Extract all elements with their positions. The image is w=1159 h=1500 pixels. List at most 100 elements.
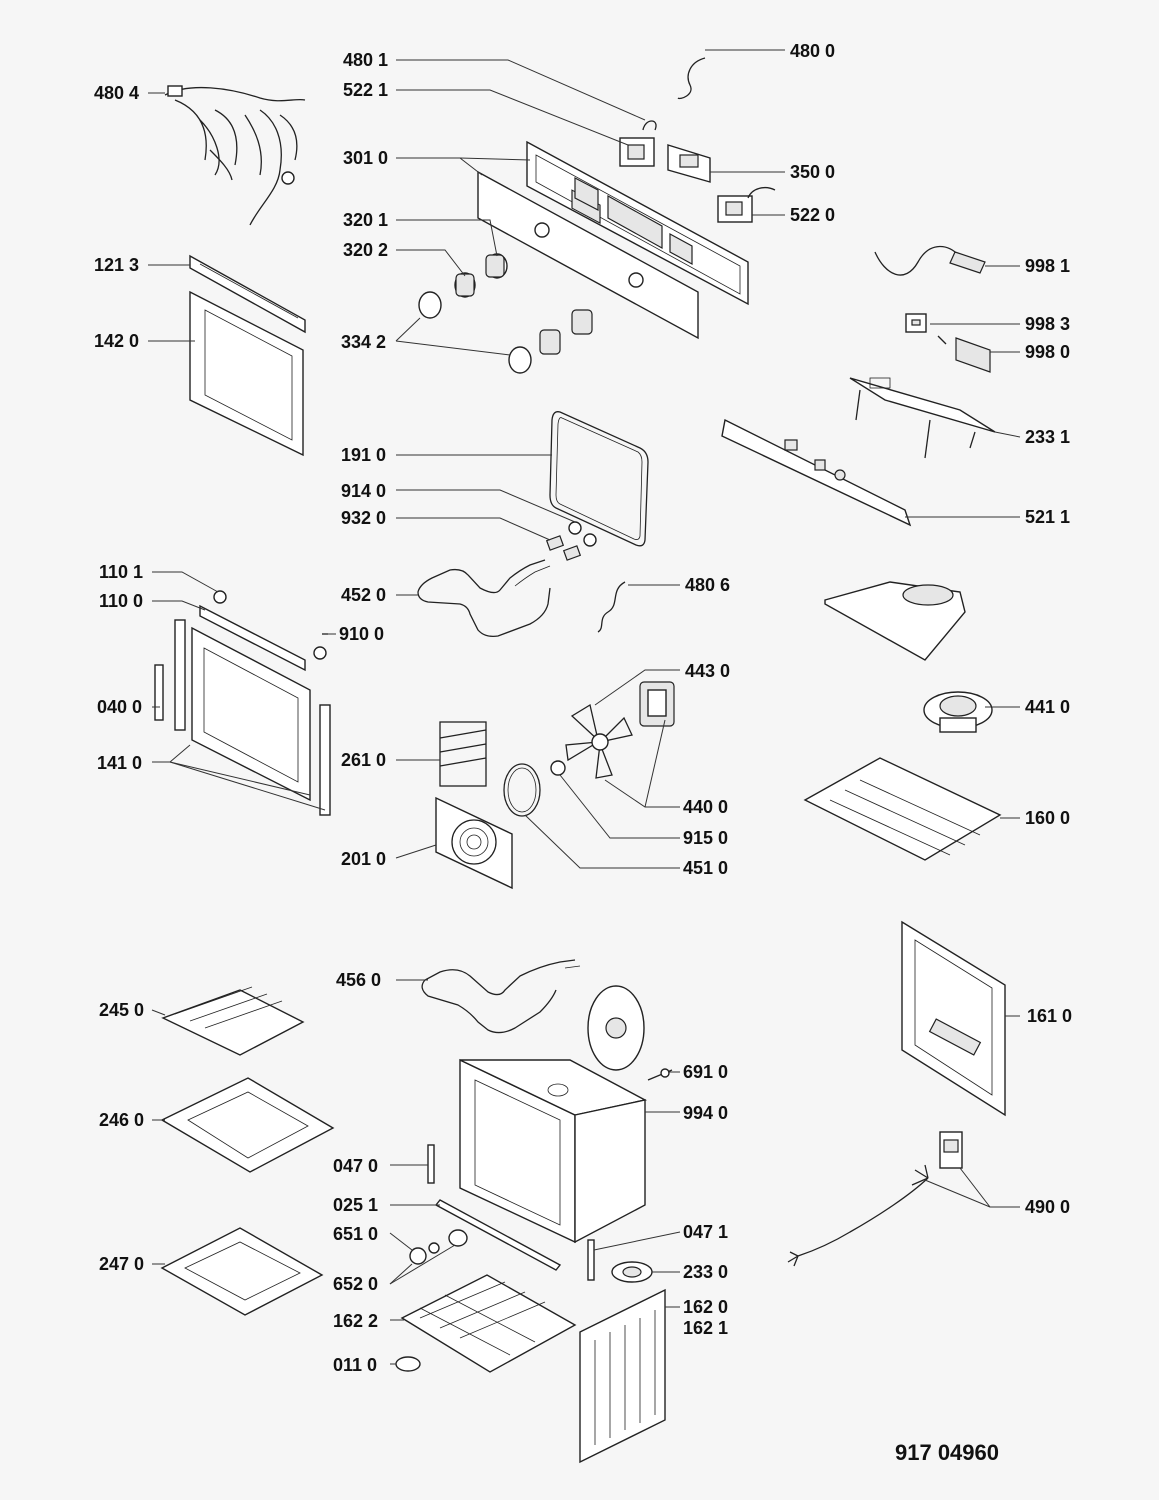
- part-nut-9150: [550, 760, 566, 776]
- part-side-panel-1610: [901, 920, 1006, 1117]
- part-cable-9981: [874, 245, 986, 276]
- label-161-0: 161 0: [1027, 1006, 1072, 1026]
- label-121-3: 121 3: [94, 255, 139, 275]
- part-knob-3342: [418, 291, 593, 374]
- part-inner-door-1410: [191, 626, 331, 816]
- label-480-6: 480 6: [685, 575, 730, 595]
- part-baking-tray-2460: [160, 1077, 335, 1173]
- label-233-1: 233 1: [1025, 427, 1070, 447]
- part-switch-5221: [619, 137, 655, 167]
- label-110-0: 110 0: [99, 591, 143, 611]
- label-998-0: 998 0: [1025, 342, 1070, 362]
- part-module-9980: [955, 337, 991, 373]
- label-522-0: 522 0: [790, 205, 835, 225]
- part-grill-rack-1600: [803, 757, 1002, 861]
- label-246-0: 246 0: [99, 1110, 144, 1130]
- label-522-1: 522 1: [343, 80, 388, 100]
- part-side-rack-2610: [439, 721, 487, 787]
- part-door-hinge-0400: [154, 619, 186, 731]
- part-bracket-2331: [849, 377, 996, 459]
- label-261-0: 261 0: [341, 750, 386, 770]
- part-gasket-1910: [549, 411, 649, 547]
- label-691-0: 691 0: [683, 1062, 728, 1082]
- label-320-1: 320 1: [343, 210, 388, 230]
- label-142-0: 142 0: [94, 331, 139, 351]
- label-932-0: 932 0: [341, 508, 386, 528]
- part-connector-9983: [905, 313, 947, 345]
- label-162-2: 162 2: [333, 1311, 378, 1331]
- label-480-1: 480 1: [343, 50, 388, 70]
- part-bracket-2330: [611, 1261, 653, 1283]
- label-490-0: 490 0: [1025, 1197, 1070, 1217]
- part-lamp-cover-6520: [448, 1229, 468, 1247]
- part-fan-back-plate: [587, 985, 645, 1071]
- part-air-duct: [824, 581, 966, 661]
- label-245-0: 245 0: [99, 1000, 144, 1020]
- part-strip-0251: [434, 1199, 562, 1271]
- label-441-0: 441 0: [1025, 697, 1070, 717]
- label-201-0: 201 0: [341, 849, 386, 869]
- part-bushing-1101: [213, 590, 227, 604]
- part-wire-4801: [642, 120, 657, 131]
- label-998-1: 998 1: [1025, 256, 1070, 276]
- part-door-rail-1100: [199, 604, 306, 672]
- label-334-2: 334 2: [341, 332, 386, 352]
- part-heating-element-4560: [421, 959, 581, 1034]
- label-350-0: 350 0: [790, 162, 835, 182]
- part-baking-tray-2470: [160, 1227, 324, 1316]
- label-040-0: 040 0: [97, 697, 142, 717]
- part-fitting-9140: [568, 521, 597, 547]
- label-480-4: 480 4: [94, 83, 139, 103]
- label-652-0: 652 0: [333, 1274, 378, 1294]
- label-247-0: 247 0: [99, 1254, 144, 1274]
- part-pin-6910: [647, 1068, 673, 1081]
- part-lamp-6510: [409, 1242, 440, 1265]
- label-025-1: 025 1: [333, 1195, 378, 1215]
- label-047-1: 047 1: [683, 1222, 728, 1242]
- part-wire-4800: [677, 57, 706, 100]
- part-sensor-0470: [427, 1144, 435, 1184]
- label-233-0: 233 0: [683, 1262, 728, 1282]
- label-141-0: 141 0: [97, 753, 142, 773]
- part-wire-shelf-2450: [161, 986, 305, 1056]
- part-sensor-0471: [587, 1239, 595, 1281]
- part-door-glass-1420: [189, 290, 304, 457]
- label-110-1: 110 1: [99, 562, 143, 582]
- part-front-fascia-3010: [477, 170, 699, 340]
- label-320-2: 320 2: [343, 240, 388, 260]
- part-fan-cover-2010: [435, 796, 513, 890]
- part-door-trim-1213: [189, 254, 306, 334]
- part-knob-3202: [454, 272, 476, 298]
- label-191-0: 191 0: [341, 445, 386, 465]
- label-451-0: 451 0: [683, 858, 728, 878]
- label-011-0: 011 0: [333, 1355, 377, 1375]
- part-fan-ring-4510: [503, 763, 541, 817]
- label-994-0: 994 0: [683, 1103, 728, 1123]
- part-grid-shelf-1622: [400, 1274, 577, 1373]
- label-160-0: 160 0: [1025, 808, 1070, 828]
- label-162-1: 162 1: [683, 1318, 728, 1338]
- part-knob-3201: [485, 253, 508, 279]
- label-301-0: 301 0: [343, 148, 388, 168]
- label-998-3: 998 3: [1025, 314, 1070, 334]
- diagram-reference-number: 917 04960: [895, 1440, 999, 1465]
- part-fan-unit-4410: [923, 691, 993, 733]
- part-screw-9100: [313, 633, 328, 660]
- label-521-1: 521 1: [1025, 507, 1070, 527]
- part-oven-cavity-9940: [459, 1058, 648, 1244]
- label-440-0: 440 0: [683, 797, 728, 817]
- label-915-0: 915 0: [683, 828, 728, 848]
- part-control-board-5211: [721, 418, 912, 527]
- part-fan-blade-4400: [565, 703, 633, 779]
- label-452-0: 452 0: [341, 585, 386, 605]
- label-651-0: 651 0: [333, 1224, 378, 1244]
- label-443-0: 443 0: [685, 661, 730, 681]
- label-480-0: 480 0: [790, 41, 835, 61]
- part-foot-0110: [395, 1356, 421, 1372]
- label-910-0: 910 0: [339, 624, 384, 644]
- part-control-panel-3010: [526, 140, 749, 306]
- part-motor-4430: [639, 681, 675, 727]
- part-power-cable-4900: [787, 1131, 963, 1267]
- part-back-panel-1620: [579, 1288, 666, 1464]
